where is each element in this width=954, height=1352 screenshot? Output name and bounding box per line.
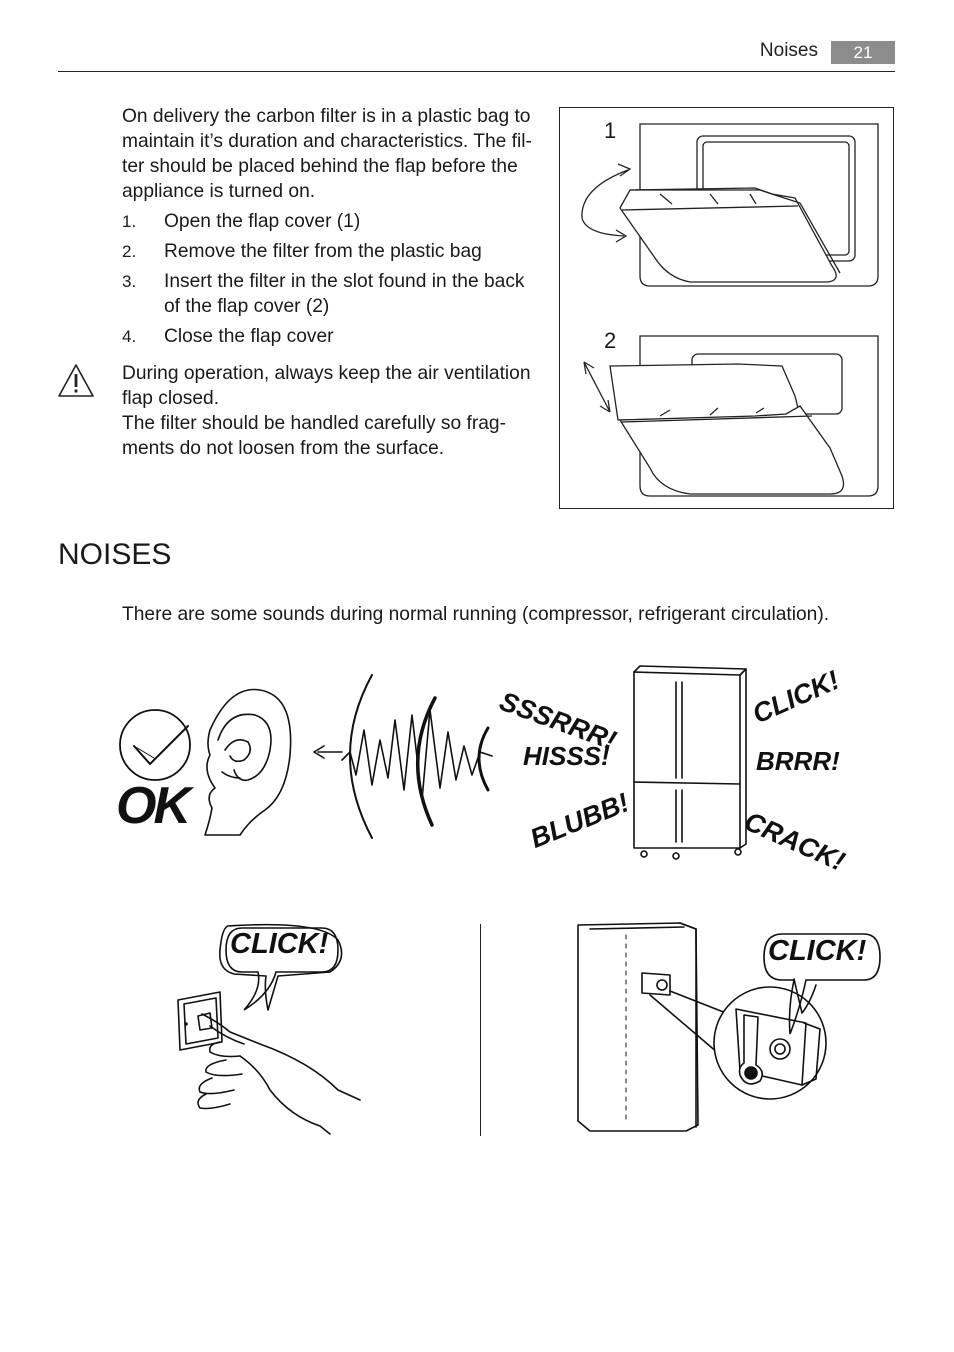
list-item: 3. Insert the filter in the slot found in… [122,269,542,319]
step-text: Close the flap cover [164,326,334,347]
page-number-badge: 21 [831,41,895,64]
illustration-divider [480,924,481,1136]
warning-text: During operation, always keep the air ve… [122,361,542,461]
warning-triangle-icon [58,364,94,397]
step-text: Insert the filter in the slot found in t… [164,271,525,317]
list-item: 1. Open the flap cover (1) [122,209,542,234]
list-item: 2. Remove the filter from the plastic bag [122,239,542,264]
noises-illustration [119,665,747,860]
warning-line: During operation, always keep the air ve… [122,363,531,409]
step-number: 2. [122,242,137,261]
figure-label-2: 2 [604,328,617,353]
carbon-filter-intro: On delivery the carbon filter is in a pl… [122,106,532,202]
step-text: Remove the filter from the plastic bag [164,241,482,262]
step-number: 3. [122,272,137,291]
flap-illustration [581,123,879,497]
header-divider [58,71,895,72]
switch-illustration [177,923,361,1135]
speech-bubble-left [225,927,339,1011]
steps-list: 1. Open the flap cover (1) 2. Remove the f… [122,209,542,354]
section-title-noises: NOISES [58,538,172,571]
figure-label-1: 1 [604,118,617,143]
warning-line: The filter should be handled carefully s… [122,413,506,459]
step-number: 1. [122,212,137,231]
click-label-switch: CLICK! [230,928,329,960]
list-item: 4. Close the flap cover [122,324,542,349]
ok-label: OK [116,777,191,835]
click-label-thermostat: CLICK! [768,935,867,967]
header-section-title: Noises [759,40,818,61]
checkmark-icon [119,709,191,781]
sound-brrr: BRRR! [756,746,840,776]
noises-description: There are some sounds during normal runn… [122,604,830,625]
sound-hisss: HISSS! [523,741,610,771]
step-number: 4. [122,327,137,346]
speech-bubble-right [763,933,881,1035]
flap-figure: 1 2 [559,107,894,509]
step-text: Open the flap cover (1) [164,211,361,232]
thermostat-illustration [577,922,827,1132]
